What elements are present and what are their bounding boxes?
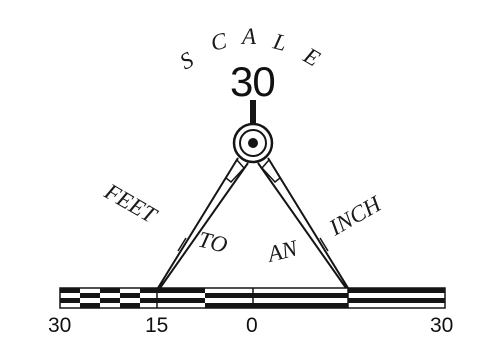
scale-bar-labels: 30 15 0 30 [48,314,453,337]
scale-letter-e: E [299,42,325,71]
dividers-icon [158,100,348,288]
phrase-inch: INCH [324,191,386,241]
scale-letter-a: A [240,24,257,49]
scale-phrase: FEET TO AN INCH [100,178,387,267]
scale-letter-l: L [270,28,289,56]
scale-bar [60,288,445,308]
tick-label-0: 0 [246,314,258,337]
phrase-an: AN [263,235,301,267]
phrase-to: TO [196,227,231,258]
tick-label-30-right: 30 [430,314,453,337]
tick-label-15: 15 [145,314,168,337]
scale-number: 30 [230,58,275,105]
scale-letter-c: C [208,28,230,56]
phrase-feet: FEET [100,178,163,229]
tick-label-30-left: 30 [48,314,71,337]
scale-letter-s: S [176,47,198,75]
